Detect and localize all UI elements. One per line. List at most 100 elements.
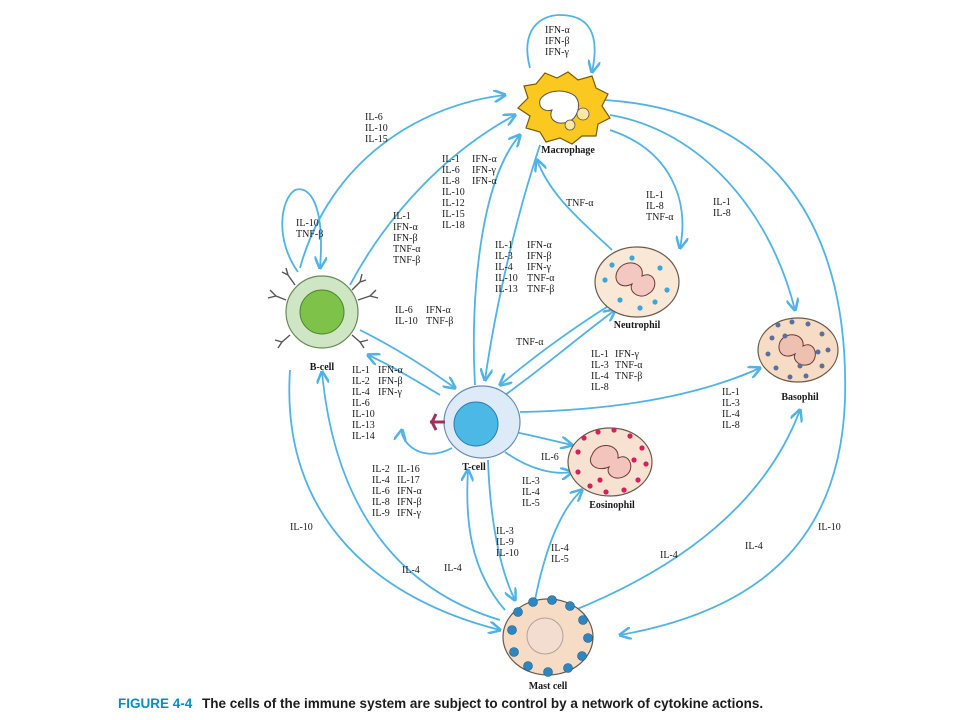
cytokine-line: IL-5 (551, 554, 569, 565)
cytokine-line: IFN-γ (527, 262, 551, 273)
cytokine-line: IL-6 (442, 165, 460, 176)
arrow-macrophage-to-mastcell (604, 99, 846, 635)
cytokine-line: TNF-β (393, 255, 420, 266)
cytokine-line: IFN-β (378, 376, 403, 387)
cytokine-line: IFN-γ (397, 508, 421, 519)
cytokine-line: IL-3 (522, 476, 540, 487)
arrow-macrophage-to-tcell (485, 144, 541, 380)
arrow-bcell-to-macrophage-2 (349, 115, 515, 286)
cytokine-line: IL-4 (660, 550, 678, 561)
cytokine-line: IL-8 (646, 201, 664, 212)
cytokine-line: IL-10 (290, 522, 313, 533)
cytokine-line: IL-1 (646, 190, 664, 201)
eosinophil-label: Eosinophil (589, 500, 635, 511)
cytokine-line: IFN-γ (615, 349, 639, 360)
cytokine-line: IL-6 (352, 398, 370, 409)
cytokine-line: IL-10 (296, 218, 319, 229)
cytokine-line: IL-6 (541, 452, 559, 463)
cytokine-line: IFN-β (527, 251, 552, 262)
cytokine-line: IL-3 (495, 251, 513, 262)
cytokine-line: IFN-α (527, 240, 552, 251)
arrow-tcell-to-macrophage (472, 135, 520, 386)
cytokine-line: IFN-α (472, 154, 497, 165)
cytokine-label-neut-to-mac: TNF-α (566, 198, 594, 209)
cytokine-label-neut-to-t: TNF-α (516, 337, 544, 348)
cytokine-line: IL-4 (722, 409, 740, 420)
cytokine-line: IL-3 (591, 360, 609, 371)
arrow-tcell-to-eosinophil-il6 (514, 431, 572, 445)
cytokine-line: IFN-α (397, 486, 422, 497)
cytokine-line: IL-9 (496, 537, 514, 548)
arrow-bcell-to-macrophage (299, 95, 505, 269)
cytokine-line: IL-18 (442, 220, 465, 231)
cytokine-label-t-to-eos-il6: IL-6 (541, 452, 559, 463)
cytokine-line: TNF-α (566, 198, 594, 209)
cytokine-label-mast-to-baso-il4a: IL-4 (660, 550, 678, 561)
cytokine-line: IL-14 (352, 431, 375, 442)
cytokine-line: IL-3 (722, 398, 740, 409)
cytokine-line: IL-10 (496, 548, 519, 559)
cytokine-line: IL-1 (442, 154, 460, 165)
arrow-bcell-to-mastcell (288, 369, 500, 630)
cytokine-label-mast-to-t-il4: IL-4 (444, 563, 462, 574)
cytokine-line: TNF-α (646, 212, 674, 223)
cytokine-line: TNF-β (527, 284, 554, 295)
cytokine-line: IL-1 (591, 349, 609, 360)
cytokine-line: TNF-α (615, 360, 643, 371)
arrow-neutrophil-to-tcell (500, 304, 611, 385)
cytokine-label-mast-to-baso-il4b: IL-4 (745, 541, 763, 552)
arrow-macrophage-to-basophil (609, 114, 795, 310)
cytokine-line: IL-13 (352, 420, 375, 431)
cytokine-label-b-to-mast-il10: IL-10 (290, 522, 313, 533)
cytokine-line: TNF-β (296, 229, 323, 240)
cytokine-line: IL-10 (442, 187, 465, 198)
arrow-macrophage-self (526, 14, 594, 72)
cytokine-line: IL-10 (818, 522, 841, 533)
cytokine-line: IL-15 (442, 209, 465, 220)
figure-caption: FIGURE 4-4 The cells of the immune syste… (118, 696, 958, 711)
arrow-mastcell-to-tcell (467, 470, 506, 611)
cytokine-line: IL-9 (372, 508, 390, 519)
cytokine-line: IL-2 (372, 464, 390, 475)
arrow-macrophage-to-neutrophil (609, 129, 682, 248)
figure-caption-text: The cells of the immune system are subje… (202, 696, 764, 711)
arrow-bcell-to-tcell (359, 329, 455, 388)
cytokine-line: IFN-β (393, 233, 418, 244)
cytokine-line: IL-13 (495, 284, 518, 295)
arrow-mastcell-to-eosinophil (534, 490, 582, 601)
mast-cell-label: Mast cell (529, 681, 568, 692)
cytokine-line: IFN-γ (472, 165, 496, 176)
neutrophil-label: Neutrophil (614, 320, 661, 331)
cytokine-line: IFN-β (545, 36, 570, 47)
cytokine-line: IL-4 (522, 487, 540, 498)
arrow-tcell-to-basophil (519, 368, 760, 413)
cytokine-line: IL-10 (395, 316, 418, 327)
cytokine-line: IL-4 (402, 565, 420, 576)
arrow-tcell-to-mastcell (487, 459, 515, 600)
cytokine-line: IFN-α (426, 305, 451, 316)
t-cell (430, 385, 521, 459)
arrow-tcell-to-eosinophil (504, 451, 572, 473)
cytokine-line: IL-5 (522, 498, 540, 509)
cytokine-line: IL-4 (444, 563, 462, 574)
basophil-cell (757, 317, 839, 383)
cytokine-line: IL-8 (372, 497, 390, 508)
cytokine-line: TNF-α (393, 244, 421, 255)
cytokine-line: IFN-α (378, 365, 403, 376)
cytokine-line: IL-10 (365, 123, 388, 134)
cytokine-line: TNF-β (615, 371, 642, 382)
